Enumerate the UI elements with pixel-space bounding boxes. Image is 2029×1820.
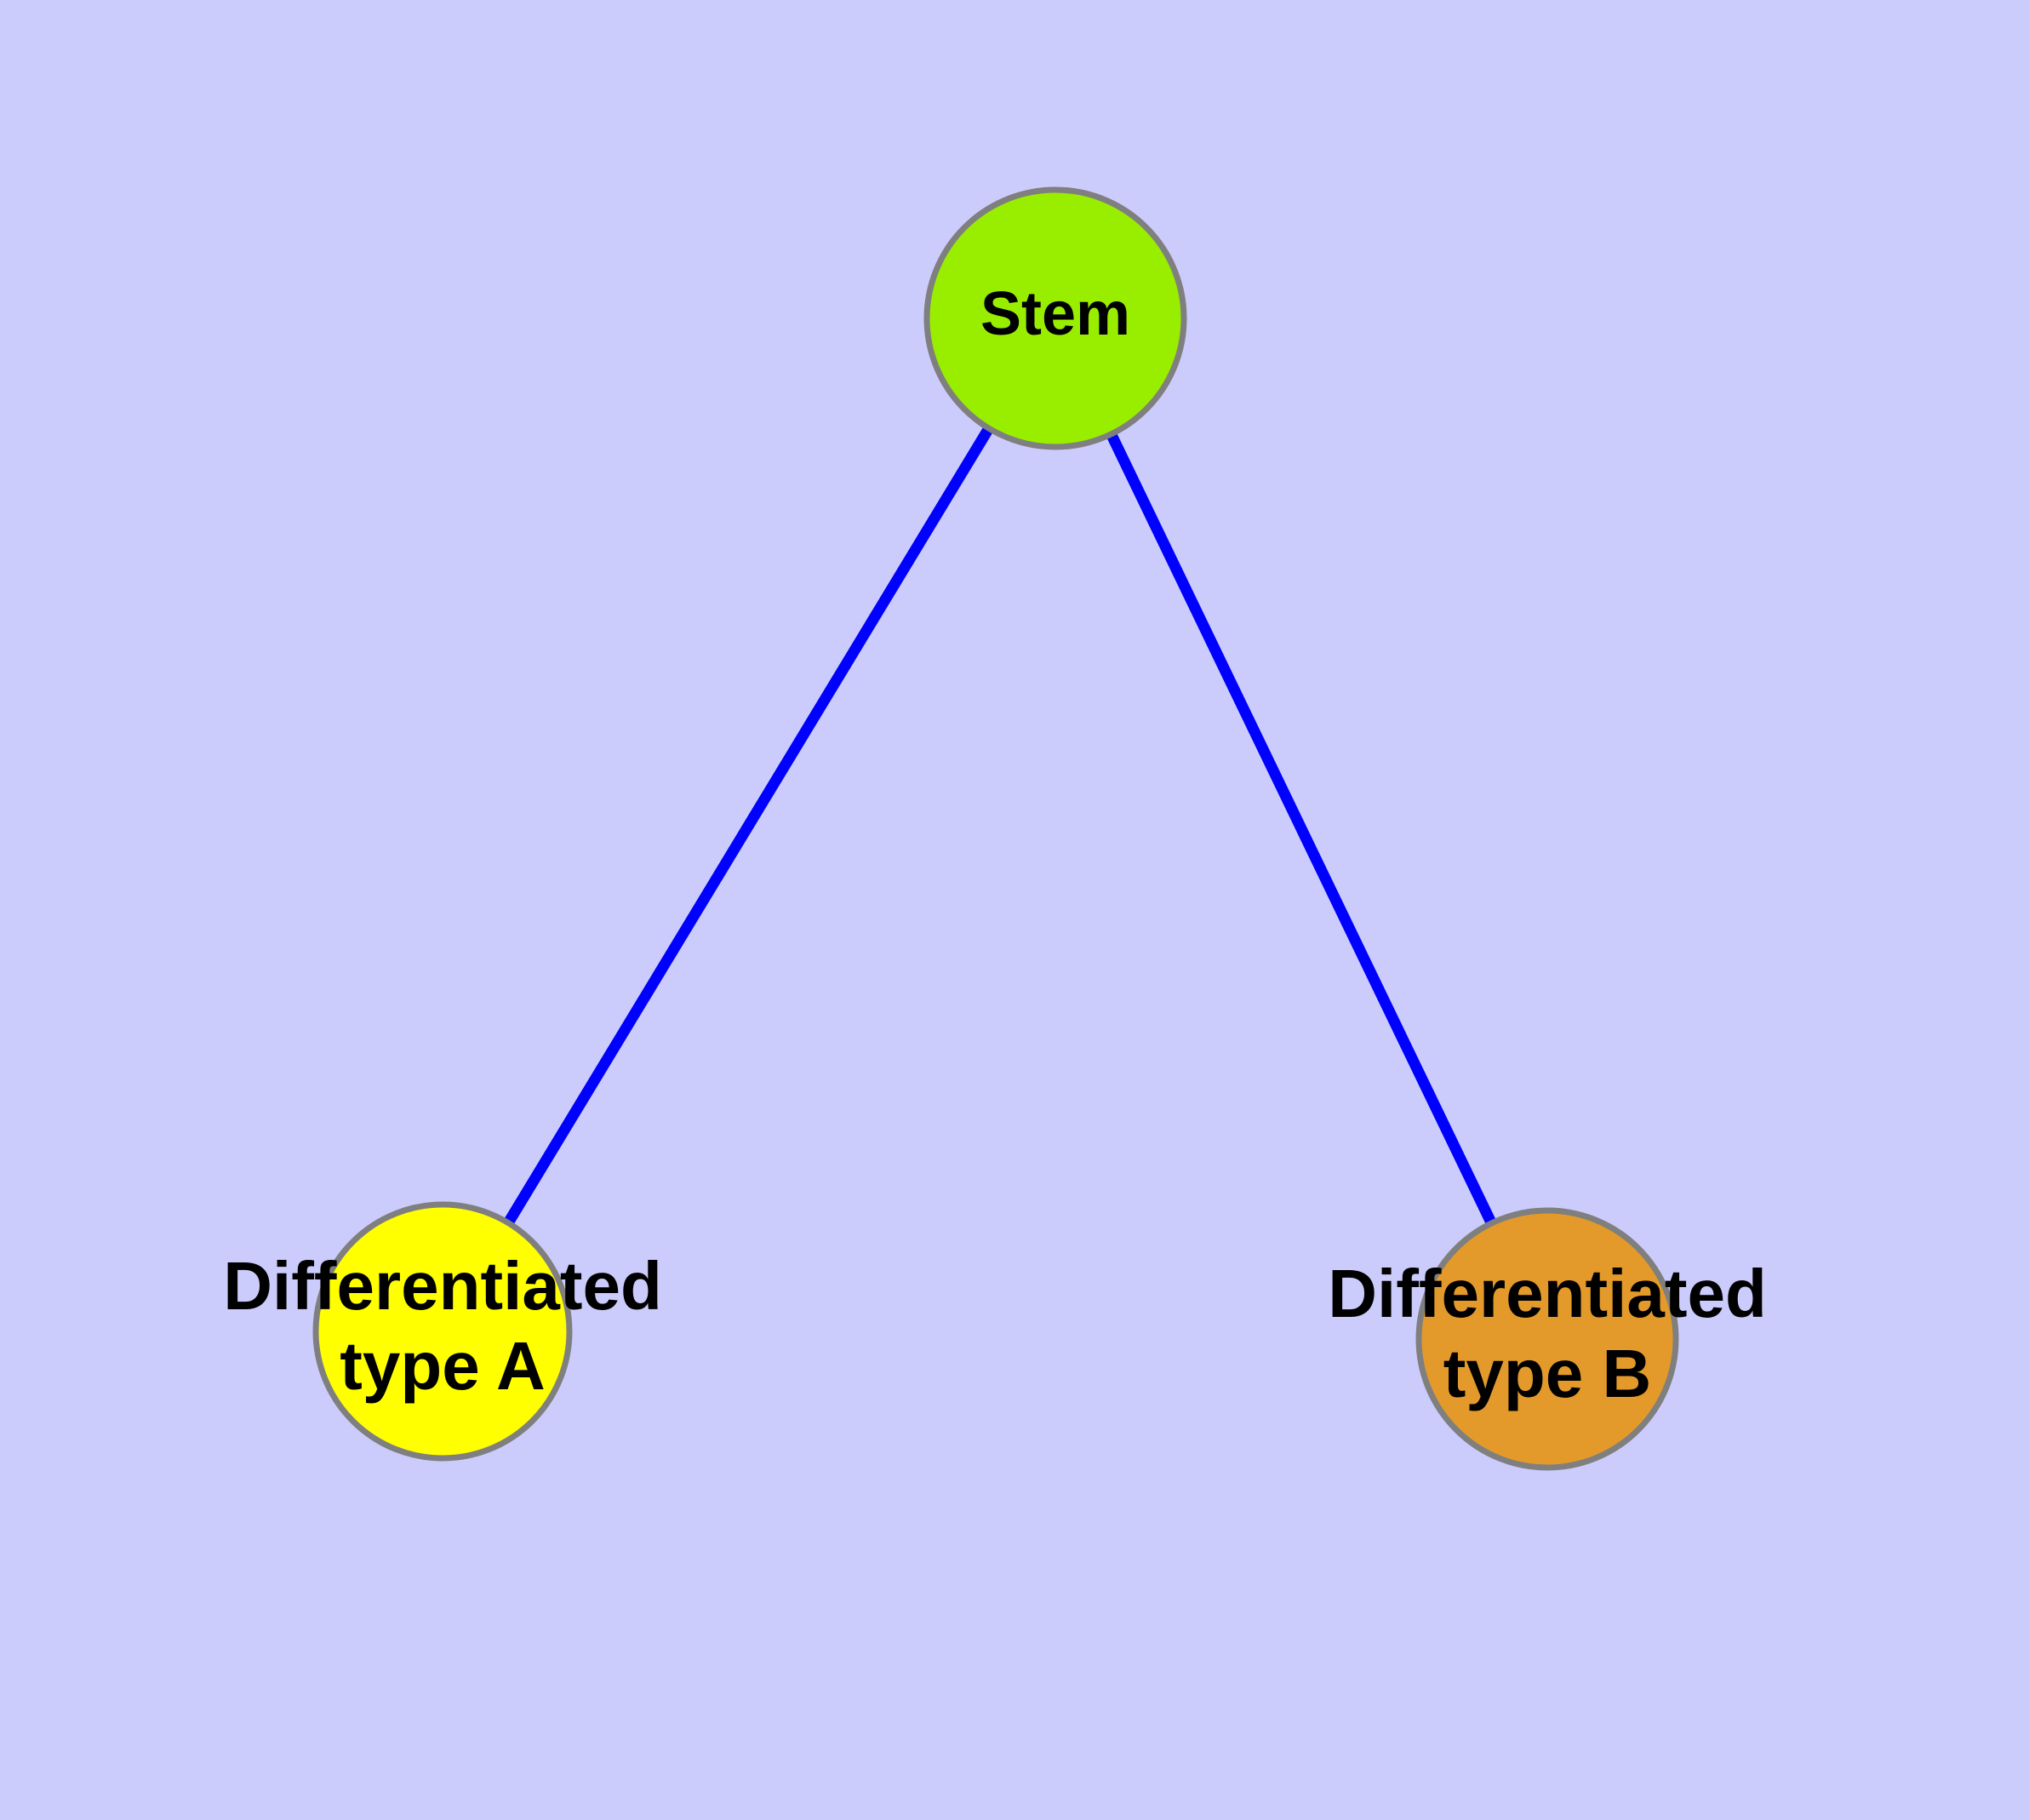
edge-stem-to-diff-a[interactable]	[437, 315, 1060, 1335]
node-label-line: type A	[340, 1328, 546, 1404]
node-label-line: Differentiated	[223, 1248, 662, 1324]
node-label-line: Differentiated	[1328, 1256, 1767, 1331]
node-label-stem: Stem	[980, 280, 1130, 348]
edge-stem-to-diff-b[interactable]	[1050, 316, 1552, 1342]
node-label-line: Stem	[980, 280, 1130, 348]
node-circle-diff-a[interactable]	[312, 1201, 573, 1462]
edges-layer	[437, 315, 1552, 1342]
node-circle-diff-b[interactable]	[1415, 1207, 1679, 1471]
node-label-line: type B	[1443, 1336, 1652, 1411]
node-stem[interactable]: Stem	[923, 186, 1187, 450]
node-circle-stem[interactable]	[923, 186, 1187, 450]
